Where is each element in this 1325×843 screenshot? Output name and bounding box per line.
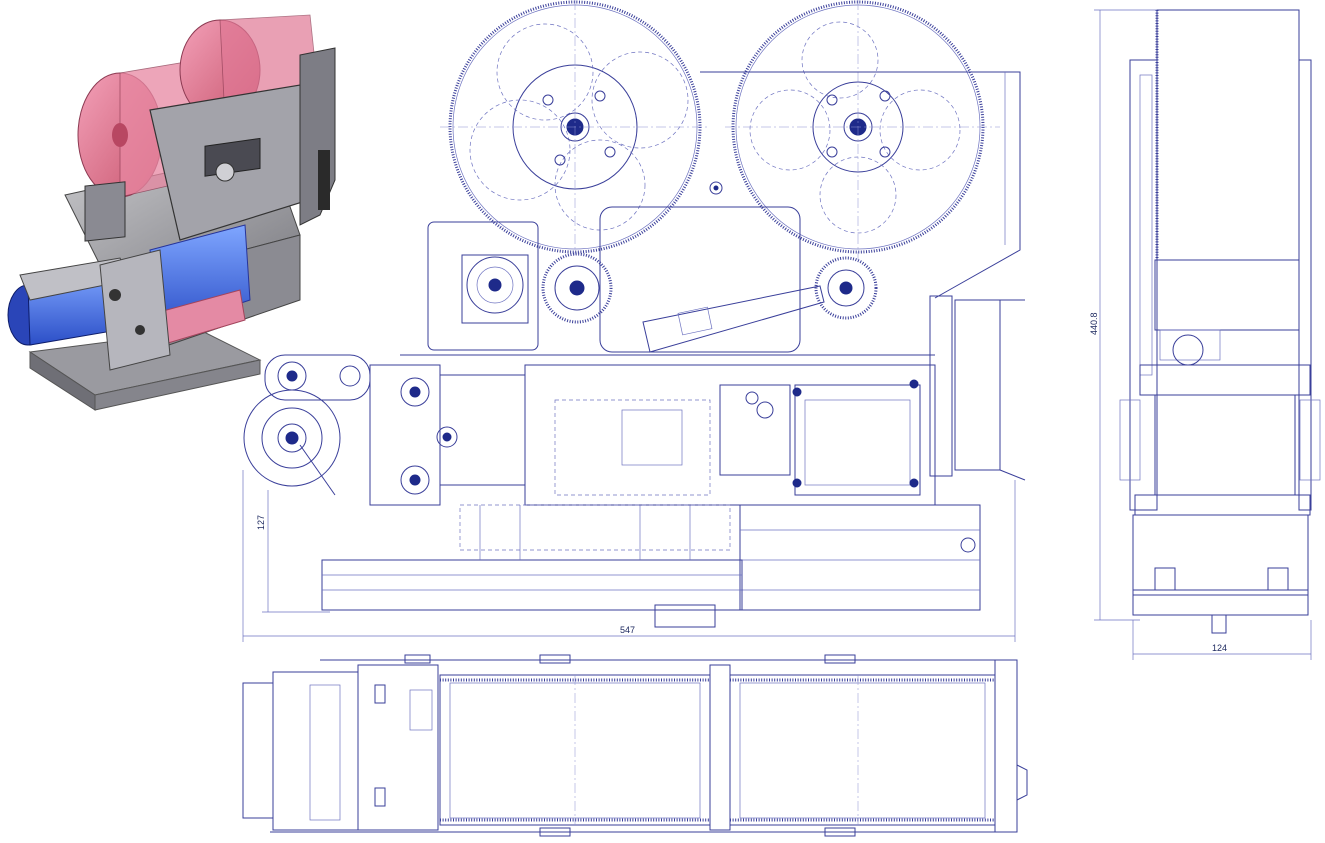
- front-view: 127 547: [242, 0, 1026, 642]
- side-view: 440.8 124: [1089, 9, 1321, 660]
- isometric-render: [7, 14, 336, 411]
- dimension-overall-length: 547: [620, 625, 635, 635]
- reel-right: [725, 0, 1000, 260]
- dimension-side-height: 440.8: [1089, 312, 1099, 335]
- dimension-height-lower: 127: [256, 515, 266, 530]
- reel-left: [440, 0, 710, 255]
- dimension-side-width: 124: [1212, 643, 1227, 653]
- top-view: [242, 654, 1028, 837]
